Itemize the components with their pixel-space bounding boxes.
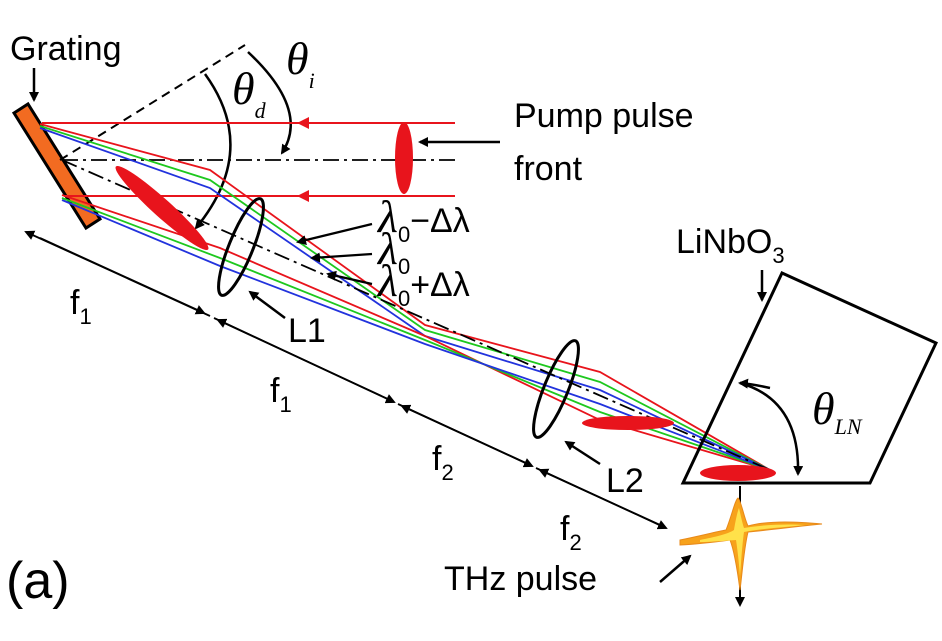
tilted-pulse-front-grating — [115, 165, 209, 251]
grating-normal-dashed — [59, 44, 246, 161]
f1-second-label: f1 — [270, 372, 292, 417]
lambda-plus-label: λ0+Δλ — [376, 255, 470, 311]
pump-pulse-label-2: front — [514, 150, 583, 188]
ray-green-upper — [39, 125, 771, 471]
ray-blue-lower — [61, 199, 771, 471]
lambda-minus-pointer — [296, 222, 373, 245]
lens-l1-label: L1 — [288, 312, 326, 350]
theta-d-arc — [194, 73, 232, 230]
diffracted-rays — [39, 123, 776, 481]
ray-green-lower — [61, 197, 771, 471]
f2-second-label: f2 — [560, 510, 582, 555]
theta-i-label: θi — [286, 33, 315, 93]
thz-pulse-label: THz pulse — [444, 560, 597, 598]
linbo3-label: LiNbO3 — [676, 223, 785, 268]
lambda-0-label: λ0 — [376, 223, 410, 279]
lambda-0-pointer — [310, 252, 373, 263]
lens-l2-label: L2 — [606, 462, 644, 500]
lens-l2-pointer — [564, 440, 601, 466]
thz-pointer — [659, 554, 692, 583]
theta-i-arc — [247, 51, 292, 155]
linbo3-prism — [680, 271, 939, 485]
lens-l1 — [217, 197, 265, 297]
theta-ln-label: θLN — [812, 383, 863, 439]
f2-second-arrow-start — [538, 468, 661, 526]
f2-first-label: f2 — [432, 440, 454, 485]
focal-distance-scale — [24, 230, 668, 530]
lens-l1-pointer — [248, 290, 286, 320]
f2-first-arrow-start — [400, 404, 529, 465]
theta-ln-arc-start — [738, 378, 771, 390]
thz-waveform-orange — [679, 497, 823, 591]
pump-pulse-label: Pump pulse — [514, 97, 694, 135]
theta-d-label: θd — [232, 63, 267, 123]
lens-l2 — [532, 339, 580, 439]
pump-pulse-front — [395, 122, 413, 194]
tilted-pulse-front-crystal — [700, 465, 776, 481]
f1-first-arrow-end — [39, 237, 206, 315]
grating-label: Grating — [10, 30, 122, 68]
lambda-minus-label: λ0−Δλ — [376, 191, 470, 247]
panel-label: (a) — [6, 552, 70, 610]
lambda-plus-pointer — [326, 270, 373, 286]
thz-pulse — [679, 486, 823, 607]
thz-waveform-yellow — [700, 508, 805, 576]
f1-second-arrow-start — [216, 318, 391, 401]
tilted-pulse-front-mid — [582, 416, 674, 430]
ray-red-upper — [39, 123, 771, 471]
ray-red-lower — [61, 194, 771, 471]
pump-beam — [42, 117, 455, 202]
f1-first-label: f1 — [70, 284, 92, 329]
theta-ln-arc — [739, 381, 804, 476]
